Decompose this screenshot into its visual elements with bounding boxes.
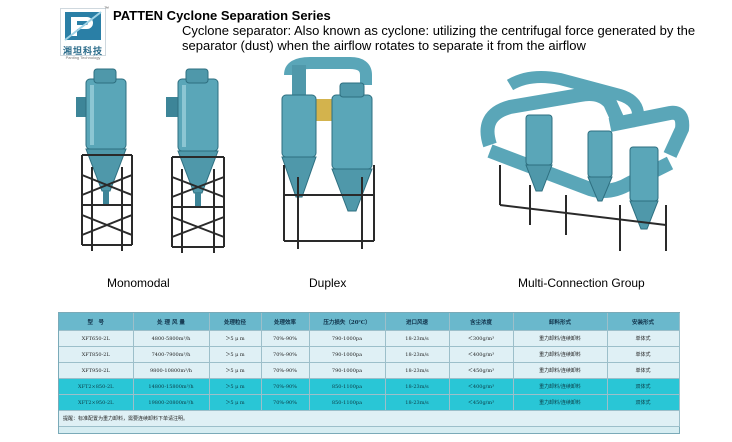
table-cell: 70%-90% bbox=[261, 330, 310, 347]
logo-mark-icon bbox=[64, 11, 102, 41]
table-cell: 重力卸料/连续卸料 bbox=[513, 362, 608, 379]
table-cell: 790-1000pa bbox=[309, 346, 386, 363]
spec-table: 型 号 处 理 风 量 处理粒径 处理效率 压力损失（20℃） 进口风速 含尘浓… bbox=[59, 313, 680, 427]
table-cell: 单体式 bbox=[607, 346, 680, 363]
table-cell: XFT2×850-2L bbox=[59, 378, 134, 395]
table-cell: 70%-90% bbox=[261, 346, 310, 363]
multi-connection-cyclone-illustration bbox=[480, 71, 690, 251]
caption-duplex: Duplex bbox=[309, 276, 347, 290]
duplex-cyclone-illustration bbox=[281, 57, 375, 249]
caption-monomodal: Monomodal bbox=[107, 276, 170, 290]
header-particle-size: 处理粒径 bbox=[209, 313, 262, 331]
table-cell: ＜450g/m³ bbox=[449, 394, 514, 411]
header-model: 型 号 bbox=[59, 313, 134, 331]
table-cell: 790-1000pa bbox=[309, 362, 386, 379]
table-header-row: 型 号 处 理 风 量 处理粒径 处理效率 压力损失（20℃） 进口风速 含尘浓… bbox=[59, 313, 680, 331]
logo-english-name: Panting Technology bbox=[65, 55, 101, 60]
table-cell: 70%-90% bbox=[261, 394, 310, 411]
page-title: PATTEN Cyclone Separation Series bbox=[113, 8, 331, 23]
table-row: XFT650-2L 4800-5800m³/h ＞5 μ m 70%-90% 7… bbox=[59, 330, 680, 347]
table-cell: 18-23m/s bbox=[385, 394, 450, 411]
table-cell: 18-23m/s bbox=[385, 330, 450, 347]
table-note-row: 提醒：标准配置为重力卸料，需要连续卸料下单请注明。 bbox=[59, 410, 680, 427]
cyclone-unit-right bbox=[166, 68, 225, 253]
table-cell: XFT2×950-2L bbox=[59, 394, 134, 411]
table-cell: 单体式 bbox=[607, 362, 680, 379]
header-pressure-loss: 压力损失（20℃） bbox=[309, 313, 386, 331]
header-install-type: 安装形式 bbox=[607, 313, 680, 331]
table-cell: XFT950-2L bbox=[59, 362, 134, 379]
table-cell: 重力卸料/连续卸料 bbox=[513, 346, 608, 363]
logo-chinese-name: 湘坦科技 bbox=[62, 46, 103, 56]
table-cell: 14800-15800m³/h bbox=[133, 378, 210, 395]
header-dust-concentration: 含尘浓度 bbox=[449, 313, 514, 331]
table-cell: 790-1000pa bbox=[309, 330, 386, 347]
table-cell: 7400-7900m³/h bbox=[133, 346, 210, 363]
table-cell: 4800-5800m³/h bbox=[133, 330, 210, 347]
table-cell: 18-23m/s bbox=[385, 378, 450, 395]
table-cell: ＞5 μ m bbox=[209, 394, 262, 411]
table-cell: 19800-20800m³/h bbox=[133, 394, 210, 411]
header-discharge-type: 卸料形式 bbox=[513, 313, 608, 331]
table-cell: 重力卸料/连续卸料 bbox=[513, 394, 608, 411]
table-row: XFT2×950-2L 19800-20800m³/h ＞5 μ m 70%-9… bbox=[59, 394, 680, 411]
table-cell: 850-1100pa bbox=[309, 378, 386, 395]
table-cell: ＞5 μ m bbox=[209, 330, 262, 347]
table-cell: 9800-10800m³/h bbox=[133, 362, 210, 379]
table-cell: 重力卸料/连续卸料 bbox=[513, 330, 608, 347]
table-note: 提醒：标准配置为重力卸料，需要连续卸料下单请注明。 bbox=[59, 410, 680, 427]
header-efficiency: 处理效率 bbox=[261, 313, 310, 331]
table-row: XFT950-2L 9800-10800m³/h ＞5 μ m 70%-90% … bbox=[59, 362, 680, 379]
table-cell: 18-23m/s bbox=[385, 362, 450, 379]
table-cell: ＞5 μ m bbox=[209, 378, 262, 395]
table-cell: ＞5 μ m bbox=[209, 362, 262, 379]
table-cell: ＞5 μ m bbox=[209, 346, 262, 363]
trademark-mark: ™ bbox=[104, 6, 109, 12]
table-cell: 70%-90% bbox=[261, 378, 310, 395]
table-cell: 单体式 bbox=[607, 330, 680, 347]
company-logo bbox=[60, 8, 106, 56]
table-cell: XFT650-2L bbox=[59, 330, 134, 347]
table-row: XFT2×850-2L 14800-15800m³/h ＞5 μ m 70%-9… bbox=[59, 378, 680, 395]
table-cell: 重力卸料/连续卸料 bbox=[513, 378, 608, 395]
table-row: XFT850-2L 7400-7900m³/h ＞5 μ m 70%-90% 7… bbox=[59, 346, 680, 363]
table-cell: ＜400g/m³ bbox=[449, 346, 514, 363]
table-cell: 850-1100pa bbox=[309, 394, 386, 411]
cyclone-unit-left bbox=[76, 68, 133, 251]
caption-multi-connection: Multi-Connection Group bbox=[518, 276, 645, 290]
header-inlet-speed: 进口风速 bbox=[385, 313, 450, 331]
table-cell: ＜400g/m³ bbox=[449, 378, 514, 395]
table-cell: 70%-90% bbox=[261, 362, 310, 379]
table-cell: ＜300g/m³ bbox=[449, 330, 514, 347]
header-air-volume: 处 理 风 量 bbox=[133, 313, 210, 331]
table-cell: ＜450g/m³ bbox=[449, 362, 514, 379]
monomodal-cyclone-illustration bbox=[76, 68, 225, 253]
table-cell: 18-23m/s bbox=[385, 346, 450, 363]
page-description: Cyclone separator: Also known as cyclone… bbox=[182, 23, 696, 53]
table-cell: 双体式 bbox=[607, 394, 680, 411]
table-cell: 双体式 bbox=[607, 378, 680, 395]
spec-table-container: 型 号 处 理 风 量 处理粒径 处理效率 压力损失（20℃） 进口风速 含尘浓… bbox=[58, 312, 680, 434]
table-cell: XFT850-2L bbox=[59, 346, 134, 363]
